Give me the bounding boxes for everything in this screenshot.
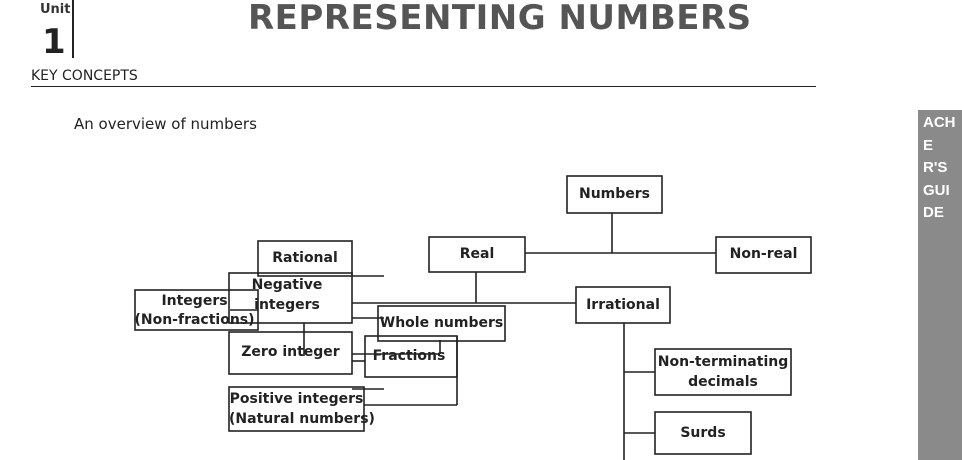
section-underline — [31, 86, 150, 87]
intro-text: An overview of numbers — [74, 115, 257, 133]
section-heading: KEY CONCEPTS — [31, 68, 138, 84]
unit-divider — [72, 0, 74, 58]
section-rule — [150, 86, 816, 87]
label-positive-integers-line2: (Natural numbers) — [229, 411, 375, 427]
box-irrational — [575, 286, 671, 324]
unit-number: 1 — [42, 22, 66, 62]
label-positive-integers-line1: Positive integers — [229, 391, 364, 407]
label-rational: Rational — [272, 250, 338, 266]
box-negative-integers — [228, 272, 353, 324]
label-irrational: Irrational — [586, 297, 660, 313]
diagram-boxes — [134, 175, 812, 455]
unit-label: Unit — [40, 2, 71, 17]
label-negative-integers-line1: Negative — [251, 277, 323, 293]
box-integers — [134, 289, 259, 331]
box-fractions — [364, 335, 458, 378]
box-zero-integer — [228, 331, 353, 375]
box-real — [428, 236, 526, 273]
label-surds: Surds — [680, 425, 726, 441]
side-tab: ACHER'S GUIDE — [918, 110, 962, 460]
side-tab-label: ACHER'S GUIDE — [923, 114, 956, 221]
label-fractions: Fractions — [372, 348, 446, 364]
label-non-real: Non-real — [729, 246, 798, 262]
label-integers-line2: (Non-fractions) — [134, 312, 255, 328]
box-positive-integers — [228, 386, 365, 432]
label-numbers: Numbers — [578, 186, 651, 202]
box-numbers — [566, 175, 663, 214]
page-title: REPRESENTING NUMBERS — [248, 0, 752, 38]
label-negative-integers-line2: integers — [254, 297, 320, 313]
label-whole-numbers: Whole numbers — [379, 315, 504, 331]
label-non-terminating-line1: Non-terminating — [657, 354, 789, 370]
label-integers-line1: Integers — [161, 293, 228, 309]
label-real: Real — [459, 246, 495, 262]
box-surds — [654, 411, 752, 455]
box-rational — [257, 240, 353, 277]
box-non-terminating-decimals — [654, 348, 792, 396]
label-non-terminating-line2: decimals — [688, 374, 758, 390]
box-non-real — [715, 236, 812, 274]
diagram-connectors — [230, 213, 716, 460]
box-whole-numbers — [377, 305, 506, 342]
label-zero-integer: Zero integer — [241, 344, 340, 360]
